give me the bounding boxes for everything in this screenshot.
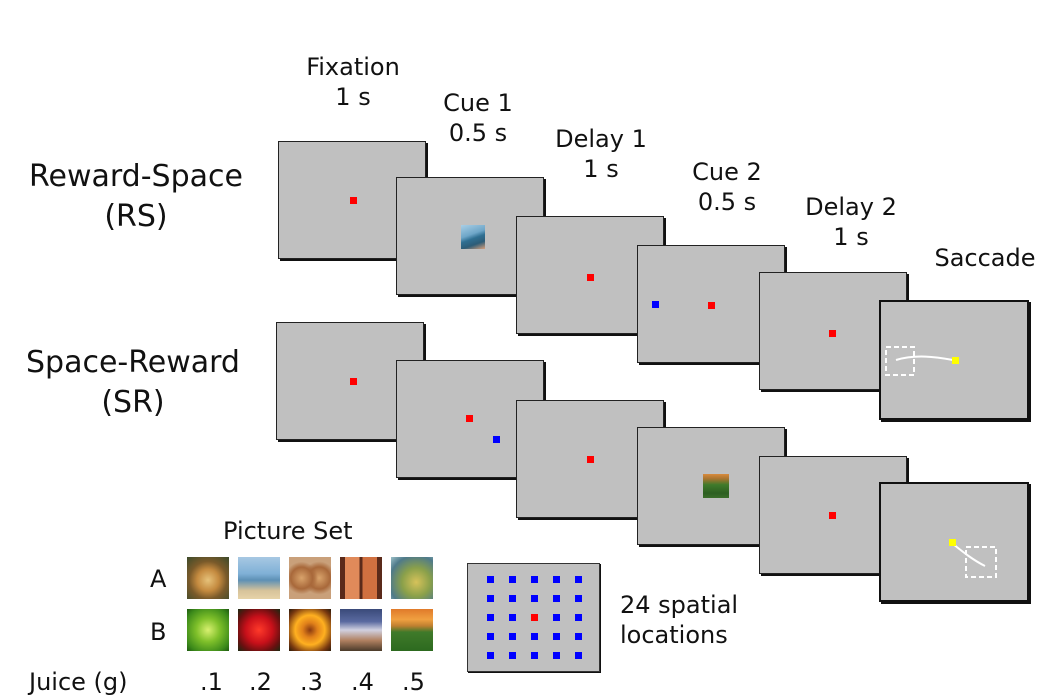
grid-spatial-location — [553, 614, 560, 621]
picture-a4-window-icon — [340, 557, 382, 599]
grid-spatial-location — [575, 633, 582, 640]
fixation-point — [587, 274, 594, 281]
fixation-point — [708, 302, 715, 309]
grid-spatial-location — [553, 633, 560, 640]
grid-spatial-location — [509, 652, 516, 659]
grid-spatial-location — [575, 576, 582, 583]
condition-name: Reward-Space — [29, 159, 243, 194]
grid-spatial-location — [575, 614, 582, 621]
sr-saccade-screen — [879, 482, 1029, 602]
condition-abbr: (SR) — [101, 385, 165, 420]
juice-value: .1 — [200, 668, 223, 696]
target-window-icon — [885, 346, 915, 376]
spatial-locations-grid — [467, 563, 600, 672]
juice-value: .5 — [402, 668, 425, 696]
sr-saccade-trace — [949, 539, 997, 578]
condition-label-rs: Reward-Space (RS) — [6, 157, 266, 237]
spatial-locations-label: 24 spatial locations — [620, 590, 738, 650]
fixation-point — [587, 456, 594, 463]
picture-a2-beach-icon — [238, 557, 280, 599]
picture-b3-flower-icon — [289, 609, 331, 651]
picture-a1-shell-icon — [187, 557, 229, 599]
grid-spatial-location — [531, 576, 538, 583]
grid-spatial-location — [509, 576, 516, 583]
juice-value: .4 — [351, 668, 374, 696]
epoch-duration: 0.5 s — [697, 188, 757, 216]
grid-spatial-location — [531, 595, 538, 602]
epoch-label-saccade: Saccade — [910, 243, 1059, 273]
juice-value: .2 — [249, 668, 272, 696]
grid-spatial-location — [553, 595, 560, 602]
eye-trace-line — [895, 355, 954, 361]
spatial-label-line2: locations — [620, 621, 728, 649]
epoch-duration: 1 s — [833, 223, 869, 251]
grid-spatial-location — [575, 652, 582, 659]
grid-spatial-location — [575, 595, 582, 602]
epoch-label-cue2: Cue 2 0.5 s — [667, 157, 787, 217]
epoch-name: Fixation — [306, 53, 400, 81]
grid-spatial-location — [553, 652, 560, 659]
grid-spatial-location — [509, 614, 516, 621]
grid-spatial-location — [531, 633, 538, 640]
grid-spatial-location — [487, 576, 494, 583]
juice-label: Juice (g) — [29, 668, 128, 696]
rs-saccade-trace — [885, 346, 959, 376]
grid-spatial-location — [509, 595, 516, 602]
epoch-duration: 0.5 s — [448, 119, 508, 147]
grid-spatial-location — [509, 633, 516, 640]
grid-spatial-location — [487, 633, 494, 640]
grid-fixation-point — [531, 614, 538, 621]
condition-abbr: (RS) — [104, 199, 168, 234]
eye-position-marker — [949, 539, 956, 546]
picture-b1-leaves-icon — [187, 609, 229, 651]
picture-set-title: Picture Set — [223, 517, 353, 545]
grid-spatial-location — [487, 614, 494, 621]
picture-a3-masks-icon — [289, 557, 331, 599]
fixation-point — [829, 330, 836, 337]
picture-b5-landscape-icon — [391, 609, 433, 651]
epoch-label-delay1: Delay 1 1 s — [541, 124, 661, 184]
spatial-cue-point — [493, 436, 500, 443]
juice-value: .3 — [300, 668, 323, 696]
picture-b2-red-leaves-icon — [238, 609, 280, 651]
epoch-label-delay2: Delay 2 1 s — [791, 192, 911, 252]
condition-name: Space-Reward — [26, 345, 240, 380]
epoch-name: Delay 1 — [555, 125, 647, 153]
picture-set-row-label-b: B — [150, 618, 167, 646]
epoch-label-cue1: Cue 1 0.5 s — [418, 88, 538, 148]
rs-cue1-screen — [396, 177, 544, 295]
eye-position-marker — [952, 357, 959, 364]
grid-spatial-location — [487, 652, 494, 659]
fixation-point — [466, 415, 473, 422]
eye-trace-line — [952, 543, 986, 567]
epoch-name: Cue 2 — [692, 158, 762, 186]
grid-spatial-location — [487, 595, 494, 602]
target-window-icon — [965, 546, 997, 578]
epoch-name: Delay 2 — [805, 193, 897, 221]
picture-cue-icon — [703, 474, 729, 498]
picture-set-row-label-a: A — [150, 565, 167, 593]
fixation-point — [829, 512, 836, 519]
spatial-label-line1: 24 spatial — [620, 591, 739, 619]
epoch-name: Cue 1 — [443, 89, 513, 117]
grid-spatial-location — [553, 576, 560, 583]
fixation-point — [350, 197, 357, 204]
rs-saccade-screen — [879, 300, 1029, 420]
epoch-name: Saccade — [934, 244, 1036, 272]
grid-spatial-location — [531, 652, 538, 659]
spatial-cue-point — [652, 301, 659, 308]
picture-cue-icon — [461, 225, 485, 249]
epoch-label-fixation: Fixation 1 s — [293, 52, 413, 112]
epoch-duration: 1 s — [335, 83, 371, 111]
picture-b4-eruption-icon — [340, 609, 382, 651]
fixation-point — [350, 378, 357, 385]
condition-label-sr: Space-Reward (SR) — [3, 343, 263, 423]
picture-a5-abstract-icon — [391, 557, 433, 599]
epoch-duration: 1 s — [583, 155, 619, 183]
